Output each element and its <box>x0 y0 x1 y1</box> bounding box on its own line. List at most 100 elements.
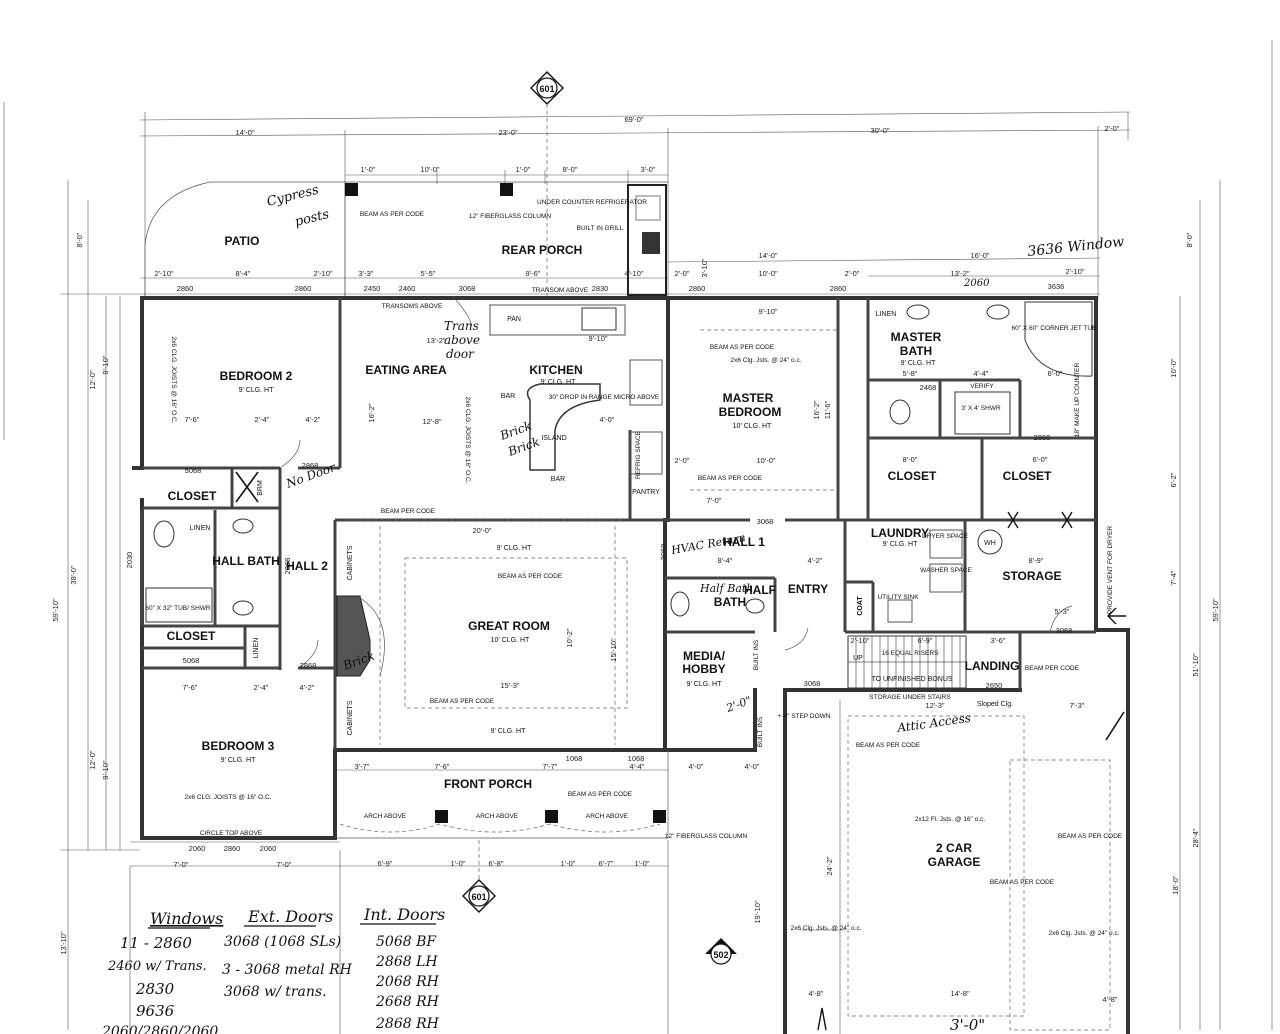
hand-int-doors-title: Int. Doors <box>363 905 445 924</box>
porch-post-2 <box>500 183 513 196</box>
note-storage-stairs: STORAGE UNDER STAIRS <box>869 694 951 701</box>
dim-r7: 4'-10" <box>624 269 643 278</box>
room-hall-2: HALL 2 <box>286 559 328 573</box>
room-master-bath-1: MASTER <box>891 330 942 344</box>
room-bedroom-3-ht: 9' CLG. HT <box>221 757 257 764</box>
note-dryer-vent: PROVIDE VENT FOR DRYER <box>1107 526 1114 615</box>
dim-right-74: 7'-4" <box>1169 570 1178 585</box>
hand-ext-item-2: 3 - 3068 metal RH <box>222 962 353 978</box>
dim-st89: 8'-9" <box>1029 556 1044 565</box>
room-laundry-ht: 9' CLG. HT <box>883 541 919 548</box>
note-great-beam-2: BEAM AS PER CODE <box>430 698 495 705</box>
room-closet-4: CLOSET <box>1003 469 1052 483</box>
win-2860g: 2860 <box>224 844 241 853</box>
master-shower <box>954 391 1011 435</box>
note-dryer: DRYER SPACE <box>922 533 969 540</box>
water-heater <box>977 529 1003 555</box>
note-kitchen-joists: 2x6 CLG. JOISTS @ 16" O.C. <box>464 397 471 484</box>
dim-2: 2'-0" <box>1105 124 1120 133</box>
front-post-2 <box>545 810 558 823</box>
stairs <box>847 635 967 689</box>
grill-counter <box>627 184 667 296</box>
note-hall-ht: 9' CLG. HT <box>497 545 533 552</box>
dim-h42: 4'-2" <box>808 556 823 565</box>
grill <box>642 232 660 254</box>
door-swing-5 <box>451 295 473 327</box>
dim-b76: 7'-6" <box>185 415 200 424</box>
dim-k910: 9'-10" <box>588 334 607 343</box>
interior-walls <box>140 298 1096 750</box>
dim-right-28: 28'-4" <box>1191 828 1200 847</box>
room-closet-3: CLOSET <box>888 469 937 483</box>
corner-tub <box>1024 301 1093 377</box>
dim-gr200: 20'-0" <box>472 526 491 535</box>
room-great-room: GREAT ROOM <box>468 619 550 633</box>
room-rear-porch: REAR PORCH <box>502 243 583 257</box>
note-makeup: 18" MAKE UP COUNTER <box>1074 362 1081 437</box>
dim-ga148: 14'-8" <box>950 989 969 998</box>
dim-k128: 12'-8" <box>422 417 441 426</box>
hand-win-item-3: 2830 <box>135 980 175 998</box>
washer-space <box>929 563 963 593</box>
room-entry: ENTRY <box>788 582 828 596</box>
hand-cypress-2: posts <box>293 207 331 230</box>
dim-right-10: 10'-0" <box>1169 358 1178 377</box>
room-closet-1: CLOSET <box>168 489 217 503</box>
dim-fp10a: 1'-0" <box>451 859 466 868</box>
note-transom-2: TRANSOMS ABOVE <box>382 303 443 310</box>
garage-dashed-bay <box>847 715 1025 1017</box>
door-3068b: 3068 <box>1056 626 1073 635</box>
hand-window-1: 2060 <box>963 278 990 289</box>
right-dimension-lines <box>1179 180 1221 1030</box>
room-half-bath-2: BATH <box>714 595 746 609</box>
dim-f42: 4'-2" <box>300 683 315 692</box>
win-2450: 2450 <box>364 284 381 293</box>
kitchen-counter <box>489 304 626 336</box>
dim-mb20: 2'-0" <box>675 456 690 465</box>
x-mark-3 <box>1061 511 1073 529</box>
room-half-bath-1: HALF <box>744 583 776 597</box>
room-master-bath-2: BATH <box>900 344 932 358</box>
dim-cl80b: 6'-0" <box>1033 455 1048 464</box>
note-front-beam: BEAM AS PER CODE <box>568 791 633 798</box>
door-swing-1 <box>279 439 301 469</box>
hand-int-item-4: 2668 RH <box>375 994 440 1010</box>
dim-fp40b: 4'-0" <box>745 762 760 771</box>
dim-left-12b: 12'-0" <box>88 750 97 769</box>
dim-right-total: 59'-10" <box>1211 598 1220 622</box>
utility-sink <box>887 599 913 623</box>
dim-st123: 12'-3" <box>925 701 944 710</box>
note-fiberglass-bottom: 12" FIBERGLASS COLUMN <box>665 833 747 840</box>
section-marker-bottom <box>462 840 496 913</box>
dim-fp37: 3'-7" <box>355 762 370 771</box>
room-kitchen-ht: 9' CLG. HT <box>541 379 577 386</box>
note-wh: WH <box>984 540 996 547</box>
dim-f76: 7'-6" <box>183 683 198 692</box>
room-master-bath-ht: 9' CLG. HT <box>901 360 937 367</box>
note-corner-tub: 60" X 60" CORNER JET TUB <box>1012 325 1097 332</box>
hand-int-item-2: 2868 LH <box>375 954 438 970</box>
note-beam-1: BEAM AS PER CODE <box>360 211 425 218</box>
win-3068: 3068 <box>459 284 476 293</box>
note-beam-hall: BEAM PER CODE <box>381 508 436 515</box>
dim-p3: 3'-0" <box>641 165 656 174</box>
hand-win-item-4: 9636 <box>136 1002 175 1020</box>
arrow-garage <box>817 1007 827 1031</box>
dim-mb116: 11'-6" <box>823 400 832 419</box>
hall-bath-toilet <box>153 520 175 548</box>
note-arch-2: ARCH ABOVE <box>476 813 519 820</box>
dryer-space <box>929 529 963 559</box>
door-1068b: 1068 <box>628 754 645 763</box>
linen-label-3: LINEN <box>253 638 260 659</box>
dim-mb910: 9'-10" <box>758 307 777 316</box>
hand-transom-3: door <box>446 347 475 361</box>
win-2860a: 2860 <box>177 284 194 293</box>
door-3068g: 3068 <box>659 544 668 561</box>
dim-m16: 16'-0" <box>970 251 989 260</box>
note-grill: BUILT IN GRILL <box>577 225 624 232</box>
dim-fp44: 4'-4" <box>630 762 645 771</box>
note-garage-clg-2: 2x6 Clg. Jsts. @ 24" o.c. <box>1048 930 1119 937</box>
hand-ext-item-1: 3068 (1068 SLs) <box>224 934 341 950</box>
half-bath-toilet <box>670 591 690 617</box>
pantry-label: PANTRY <box>632 489 660 496</box>
